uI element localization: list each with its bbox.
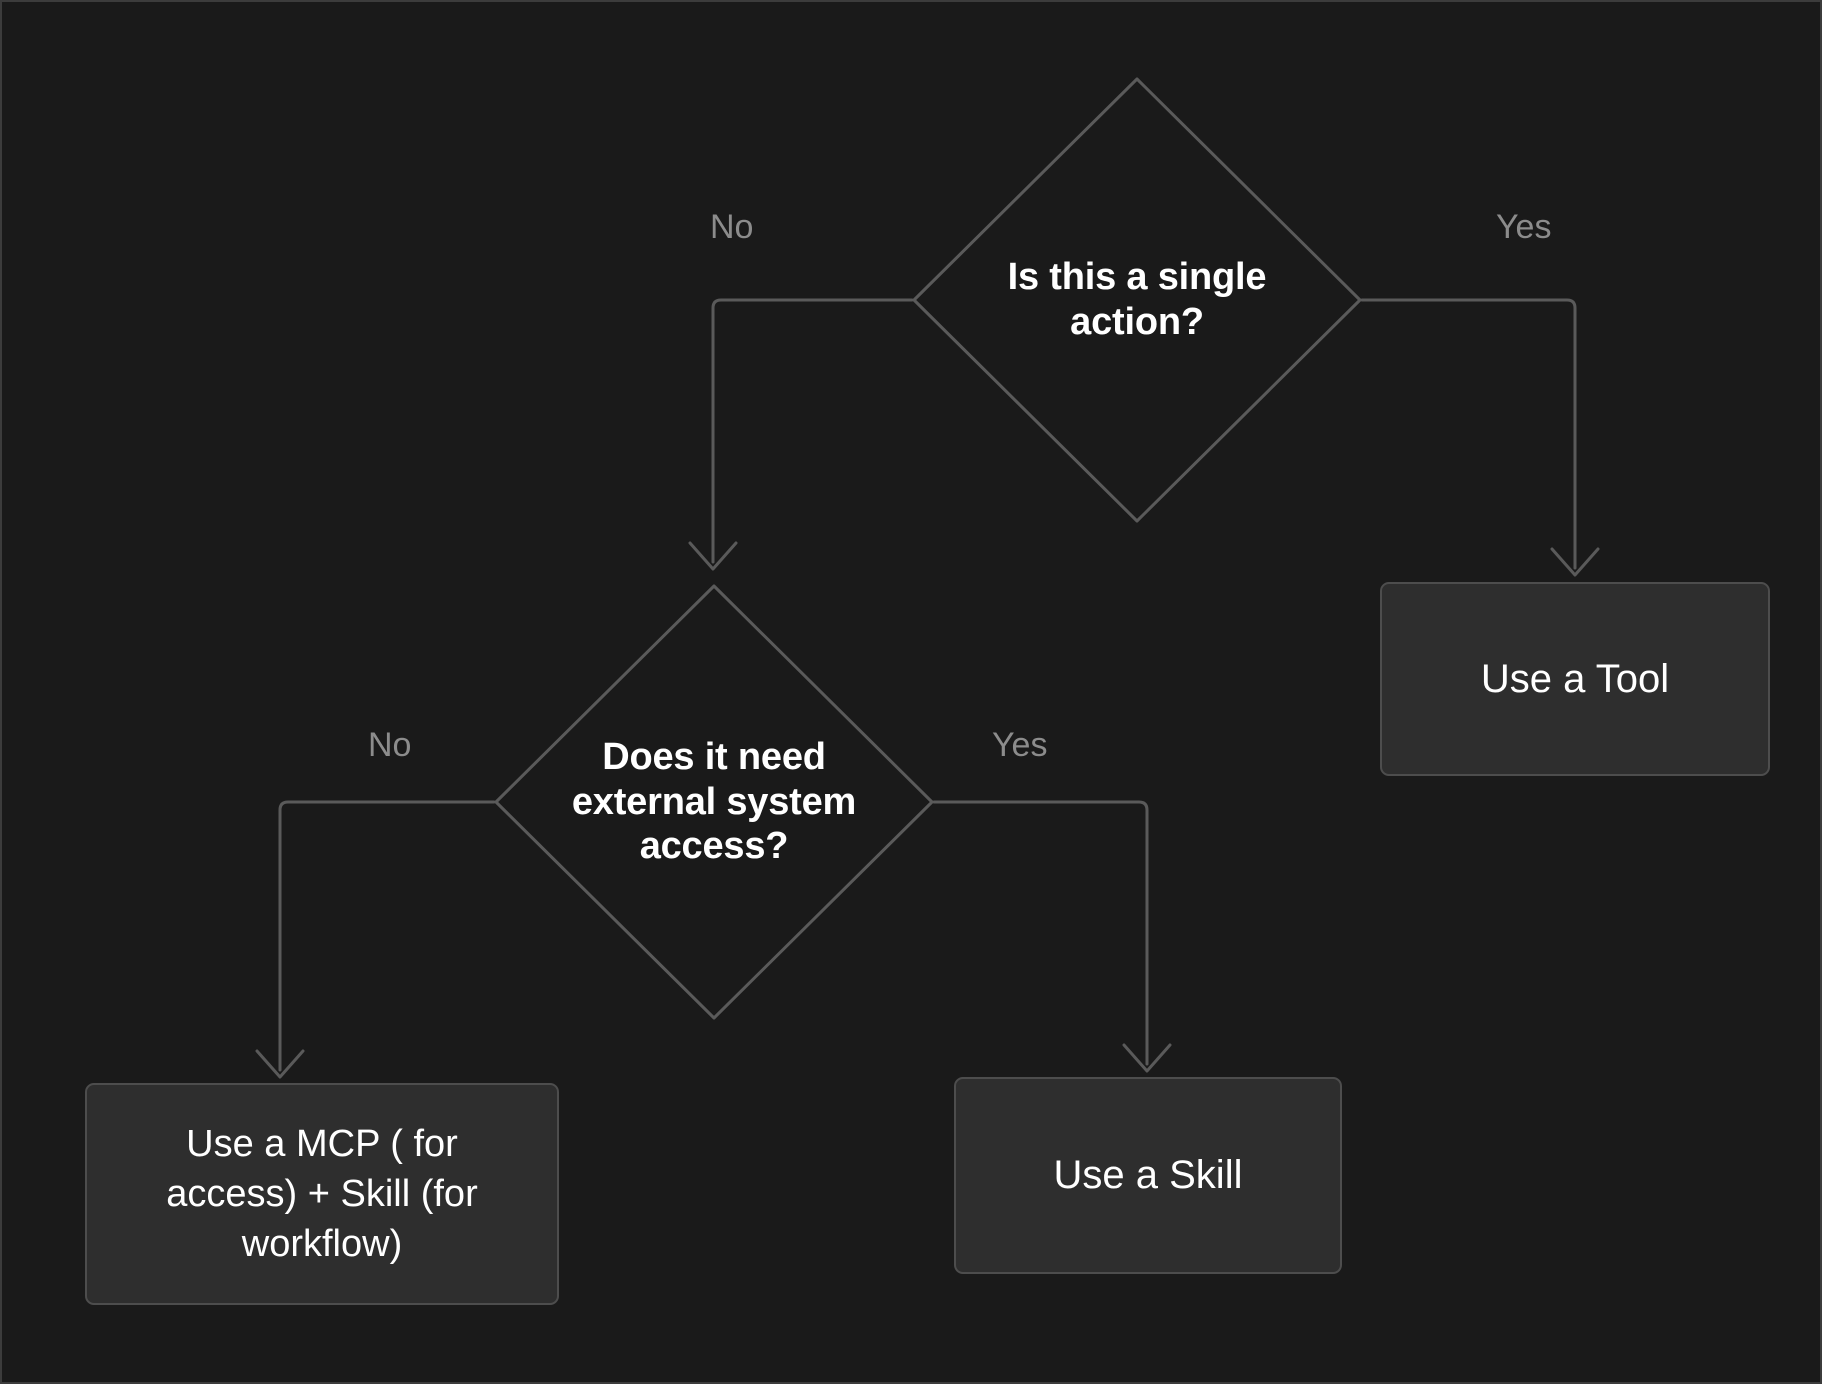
decision-node-external-access[interactable]: Does it need external system access? bbox=[494, 584, 934, 1020]
outcome-label-use-a-tool: Use a Tool bbox=[1480, 656, 1670, 701]
edge-external-access-yes bbox=[932, 800, 1149, 1066]
edge-label-external-access-yes: Yes bbox=[992, 726, 1048, 764]
outcome-label-use-a-skill: Use a Skill bbox=[1053, 1153, 1243, 1198]
outcome-label-use-a-mcp-plus-skill: Use a MCP ( for access) + Skill (for wor… bbox=[166, 1122, 478, 1266]
edge-external-access-no bbox=[278, 800, 496, 1072]
arrowhead-to-use-a-tool bbox=[1550, 547, 1600, 577]
outcome-node-use-a-mcp-plus-skill[interactable]: Use a MCP ( for access) + Skill (for wor… bbox=[85, 1083, 559, 1305]
edge-label-single-action-yes: Yes bbox=[1496, 208, 1552, 246]
arrowhead-to-external-access bbox=[688, 541, 738, 571]
arrowhead-to-use-a-skill bbox=[1122, 1043, 1172, 1073]
edge-label-external-access-no: No bbox=[368, 726, 412, 764]
decision-node-single-action[interactable]: Is this a single action? bbox=[912, 77, 1362, 523]
decision-label-external-access: Does it need external system access? bbox=[571, 735, 857, 868]
edge-single-action-yes bbox=[1360, 298, 1577, 570]
diamond-shape bbox=[494, 584, 934, 1020]
diamond-shape bbox=[912, 77, 1362, 523]
arrowhead-to-use-a-mcp-plus-skill bbox=[255, 1049, 305, 1079]
outcome-node-use-a-tool[interactable]: Use a Tool bbox=[1380, 582, 1770, 776]
edge-label-single-action-no: No bbox=[710, 208, 754, 246]
outcome-node-use-a-skill[interactable]: Use a Skill bbox=[954, 1077, 1342, 1274]
edge-single-action-no bbox=[711, 298, 914, 564]
decision-label-single-action: Is this a single action? bbox=[1007, 256, 1267, 343]
